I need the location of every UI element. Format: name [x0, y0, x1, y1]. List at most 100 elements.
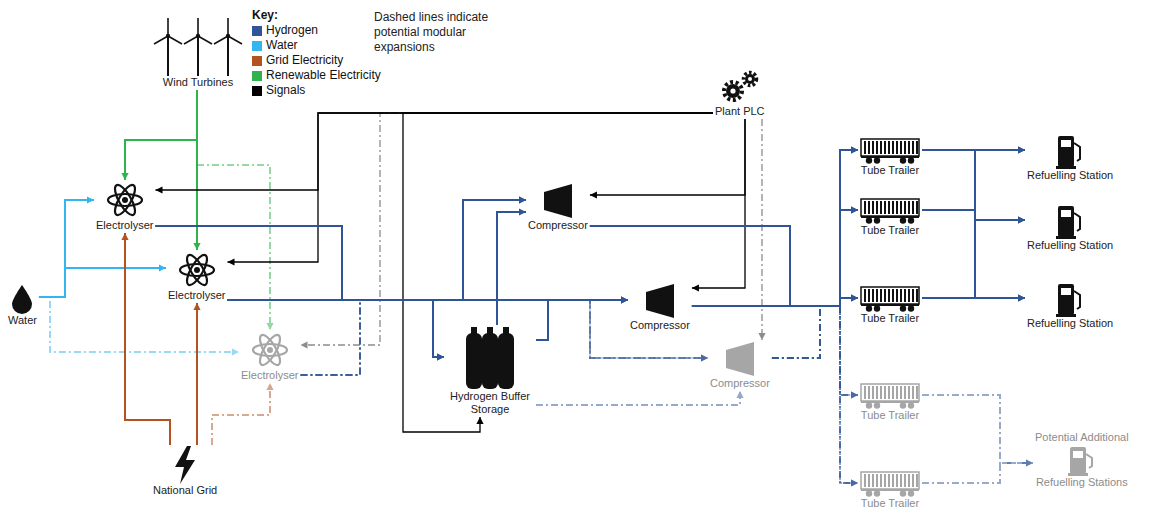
arrow-head — [519, 196, 526, 203]
connector-line — [300, 300, 444, 375]
flow-connector — [590, 146, 858, 306]
flow-connector — [922, 146, 1025, 210]
node-label: Compressor — [630, 319, 690, 332]
arrow-head — [851, 479, 858, 486]
node-label: Tube Trailer — [861, 409, 919, 422]
flow-connector — [922, 150, 1025, 224]
legend-swatch — [252, 26, 262, 36]
compressor: Compressor — [708, 340, 772, 391]
connector-line — [227, 200, 526, 300]
flow-connector — [39, 297, 239, 356]
arrow-head — [121, 173, 128, 180]
arrow-head — [519, 208, 526, 215]
legend-row: Water — [252, 38, 381, 53]
connector-line — [772, 306, 858, 483]
arrow-head — [851, 391, 858, 398]
flow-connector — [155, 226, 628, 304]
flow-connector — [155, 113, 713, 194]
arrow-head — [851, 294, 858, 301]
node-label: Refuelling Stations — [1036, 476, 1128, 489]
arrow-head — [851, 146, 858, 153]
arrow-head — [851, 294, 858, 301]
trailer-icon — [860, 198, 920, 224]
flow-connector — [922, 294, 1025, 301]
node-label: Potential Additional — [1035, 431, 1129, 444]
arrow-head — [851, 146, 858, 153]
connector-line — [155, 226, 628, 300]
connector-line — [155, 200, 526, 300]
legend-text: Grid Electricity — [266, 53, 343, 68]
flow-connector — [39, 196, 94, 297]
pump-icon — [1056, 281, 1084, 317]
connector-line — [692, 119, 745, 288]
flow-connector — [692, 146, 858, 306]
arrow-head — [701, 354, 708, 361]
arrow-head — [851, 206, 858, 213]
arrow-head — [851, 479, 858, 486]
connector-line — [227, 300, 444, 357]
refuelling-station: Potential AdditionalRefuelling Stations — [1033, 430, 1131, 490]
trailer-icon — [860, 383, 920, 409]
arrow-head — [300, 341, 307, 348]
flow-connector — [922, 210, 1025, 224]
electrolyser: Electrolyser — [239, 330, 300, 383]
electrolyser: Electrolyser — [166, 250, 227, 303]
trailer-icon — [860, 471, 920, 497]
arrow-head — [87, 196, 94, 203]
flow-connector — [121, 233, 170, 445]
node-label: Refuelling Station — [1027, 317, 1113, 330]
arrow-head — [437, 353, 444, 360]
refuelling-station: Refuelling Station — [1025, 202, 1115, 253]
arrow-head — [437, 353, 444, 360]
arrow-head — [227, 258, 234, 265]
flow-connector — [227, 113, 713, 266]
connector-line — [922, 210, 1025, 220]
arrow-head — [266, 383, 273, 390]
flow-connector — [922, 146, 1025, 298]
node-label: Refuelling Station — [1027, 169, 1113, 182]
arrow-head — [701, 354, 708, 361]
arrow-head — [159, 264, 166, 271]
node-icon — [860, 383, 920, 409]
node-icon — [152, 16, 244, 76]
arrow-head — [758, 333, 765, 340]
flow-connector — [692, 294, 858, 306]
connector-line — [922, 395, 1033, 463]
flow-connector — [772, 146, 858, 358]
node-label: Compressor — [710, 377, 770, 390]
connector-line — [922, 463, 1033, 483]
legend-row: Grid Electricity — [252, 53, 381, 68]
connector-line — [772, 306, 858, 395]
arrow-head — [1018, 294, 1025, 301]
node-icon — [251, 331, 289, 369]
arrow-head — [155, 186, 162, 193]
turbine-icon — [152, 16, 244, 76]
wind-turbines: Wind Turbines — [150, 15, 246, 90]
legend-heading: Key: — [252, 8, 381, 23]
flow-connector — [155, 226, 708, 362]
arrow-head — [851, 391, 858, 398]
flow-connector — [772, 294, 858, 358]
node-icon — [1056, 133, 1084, 169]
tube-trailer: Tube Trailer — [858, 137, 922, 178]
legend-row: Hydrogen — [252, 23, 381, 38]
connector-line — [39, 268, 166, 297]
arrow-head — [1026, 459, 1033, 466]
arrow-head — [851, 206, 858, 213]
buffer-storage: Hydrogen Buffer Storage — [444, 325, 536, 417]
legend-row: Renewable Electricity — [252, 68, 381, 83]
flow-connector — [922, 216, 1025, 298]
connector-line — [536, 300, 628, 340]
connector-line — [590, 150, 858, 306]
connector-line — [922, 150, 1025, 298]
arrow-head — [232, 348, 239, 355]
arrow-head — [1018, 216, 1025, 223]
flow-connector — [590, 226, 858, 306]
arrow-head — [266, 323, 273, 330]
drop-icon — [11, 284, 33, 314]
arrow-head — [692, 284, 699, 291]
flow-connector — [922, 459, 1033, 483]
connector-line — [590, 210, 858, 306]
connector-line — [692, 306, 858, 395]
connector-line — [772, 150, 858, 358]
